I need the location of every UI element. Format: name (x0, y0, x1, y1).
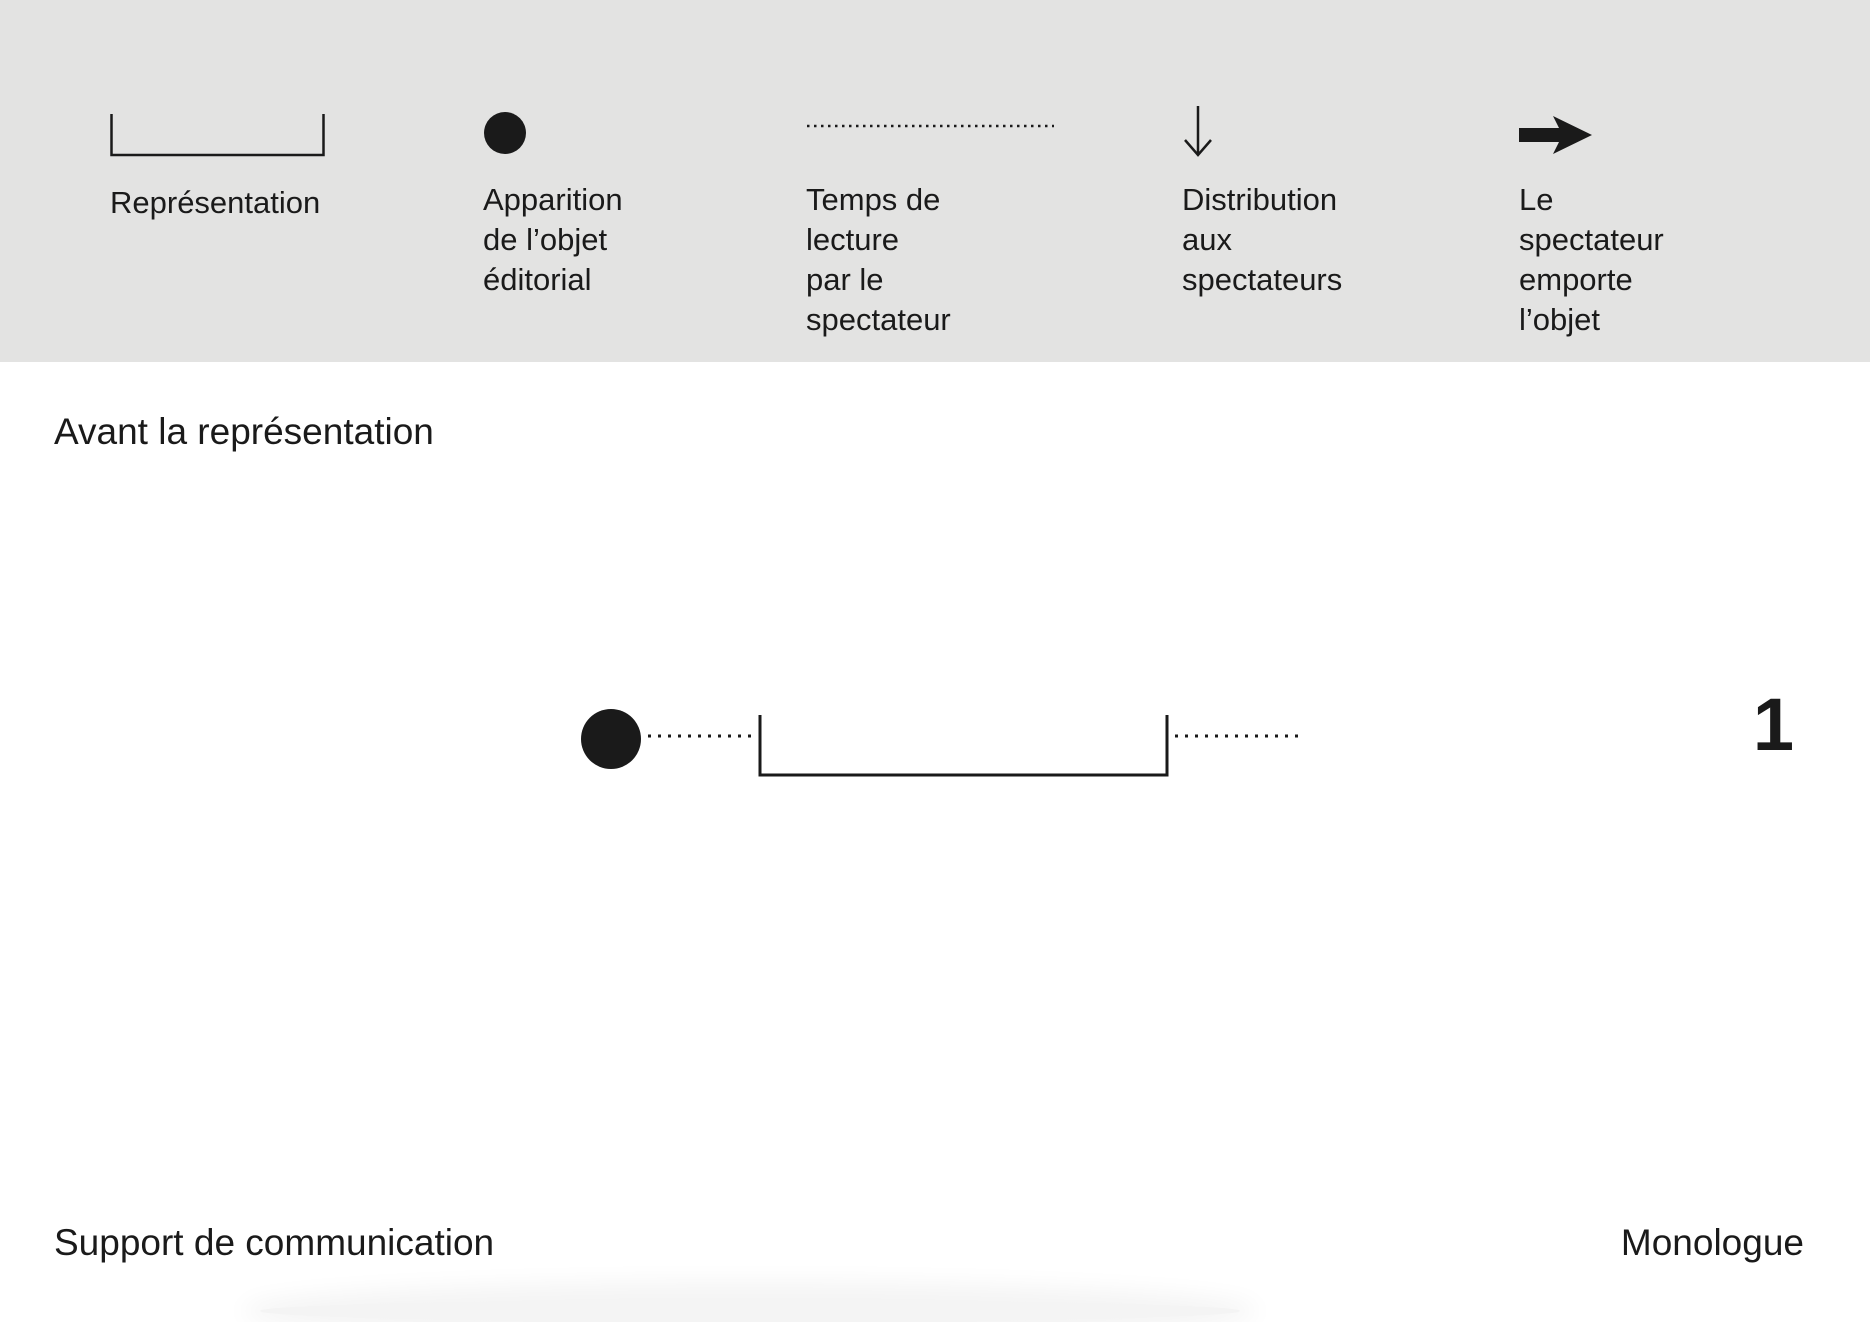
support-label: Support de communication (54, 1222, 495, 1263)
legend-label-distribution: Distribution aux spectateurs (1182, 182, 1343, 297)
legend-label-representation: Représentation (110, 185, 321, 220)
timeline-representation-bracket (758, 715, 1169, 777)
legend-panel: Représentation Apparition de l’objet édi… (0, 0, 1870, 362)
sequence-number: 1 (1752, 683, 1794, 766)
down-arrow-icon (1184, 106, 1212, 157)
legend-label-emporte: Le spectateur emporte l’objet (1519, 182, 1664, 337)
section-title: Avant la représentation (54, 411, 434, 452)
representation-bracket-icon (110, 114, 325, 157)
category-label: Monologue (1620, 1222, 1804, 1263)
legend-label-apparition: Apparition de l’objet éditorial (483, 182, 623, 297)
filled-dot-icon (484, 112, 526, 154)
timeline-apparition-dot (581, 709, 641, 769)
legend-label-temps-de-lecture: Temps de lecture par le spectateur (806, 182, 951, 337)
right-arrow-icon (1519, 116, 1592, 154)
bottom-shadow (260, 1300, 1240, 1322)
